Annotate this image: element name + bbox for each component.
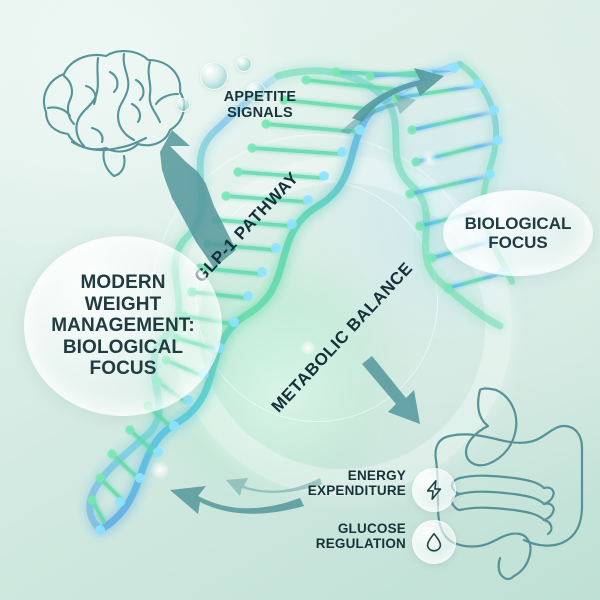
- title-bubble-text: MODERN WEIGHT MANAGEMENT: BIOLOGICAL FOC…: [45, 272, 201, 379]
- glucose-badge: [412, 520, 456, 564]
- deco-bubble-3: [246, 82, 266, 102]
- title-line-4: BIOLOGICAL: [62, 336, 184, 358]
- lightning-bolt-icon: [426, 480, 442, 500]
- energy-badge: [412, 468, 456, 512]
- glucose-regulation-line1: GLUCOSE: [337, 521, 406, 536]
- biological-focus-bubble: BIOLOGICAL FOCUS: [443, 190, 593, 276]
- sparkle-2: [150, 460, 170, 480]
- deco-bubble-2: [236, 56, 252, 72]
- digestive-system-icon: [434, 387, 584, 581]
- appetite-signals-line1: APPETITE: [223, 89, 297, 105]
- energy-expenditure-label: ENERGY EXPENDITURE: [288, 468, 406, 498]
- appetite-signals-line2: SIGNALS: [227, 105, 293, 122]
- title-line-5: FOCUS: [89, 358, 157, 380]
- energy-expenditure-line1: ENERGY: [347, 468, 406, 483]
- glucose-regulation-label: GLUCOSE REGULATION: [288, 521, 406, 551]
- title-line-2: WEIGHT: [84, 293, 162, 315]
- focus-line-1: BIOLOGICAL: [464, 213, 572, 233]
- appetite-signals-label: APPETITE SIGNALS: [200, 89, 320, 121]
- title-line-3: MANAGEMENT:: [51, 315, 195, 337]
- title-line-1: MODERN: [80, 272, 166, 294]
- glucose-regulation-line2: REGULATION: [315, 536, 406, 552]
- deco-bubble-1: [200, 62, 228, 90]
- focus-line-2: FOCUS: [488, 233, 548, 252]
- water-drop-icon: [426, 532, 442, 552]
- biological-focus-text: BIOLOGICAL FOCUS: [465, 214, 572, 252]
- title-bubble: MODERN WEIGHT MANAGEMENT: BIOLOGICAL FOC…: [24, 236, 222, 416]
- sparkle-3: [420, 150, 438, 168]
- energy-expenditure-line2: EXPENDITURE: [307, 483, 406, 499]
- deco-bubble-4: [176, 98, 190, 112]
- brain-icon: [42, 50, 186, 178]
